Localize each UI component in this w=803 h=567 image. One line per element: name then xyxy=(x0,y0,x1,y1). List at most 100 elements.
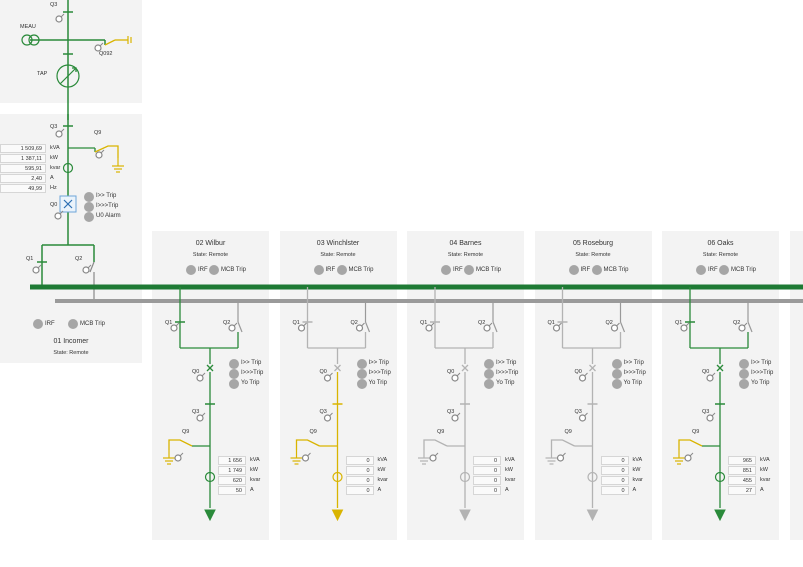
q1-selector-icon xyxy=(297,324,306,332)
alarm-indicator[interactable] xyxy=(84,192,94,202)
mcb-trip-indicator[interactable] xyxy=(464,265,474,275)
mcb-trip-indicator[interactable] xyxy=(719,265,729,275)
selector-handle xyxy=(584,412,588,417)
measurement-value: 455 xyxy=(728,476,756,485)
q3-label: Q3 xyxy=(702,409,710,415)
current-transformer-icon xyxy=(204,471,216,483)
selector-handle xyxy=(430,322,435,327)
q2-switch-icon xyxy=(364,321,371,333)
alarm-indicator[interactable] xyxy=(356,359,367,369)
q0-selector-icon xyxy=(451,374,459,382)
incomer-name[interactable]: 01 Incomer xyxy=(53,338,89,345)
measurement-value: 0 xyxy=(600,456,629,465)
q9-label: Q9 xyxy=(309,429,317,435)
irf-label: IRF xyxy=(580,267,591,273)
selector-handle xyxy=(361,322,365,327)
measurement-unit: kVA xyxy=(377,457,388,463)
alarm-label: I>>>Trip xyxy=(241,370,264,376)
irf-indicator[interactable] xyxy=(696,265,706,275)
q9-label: Q9 xyxy=(182,429,190,435)
mcb-trip-indicator[interactable] xyxy=(336,265,347,275)
alarm-indicator[interactable] xyxy=(84,202,94,212)
irf-indicator[interactable] xyxy=(33,319,43,329)
alarm-indicator[interactable] xyxy=(229,359,239,369)
alarm-indicator[interactable] xyxy=(229,369,239,379)
feeder-name[interactable]: 05 Roseburg xyxy=(572,240,614,247)
selector-handle xyxy=(307,452,311,457)
feeder-name[interactable]: 03 Winchlster xyxy=(316,240,360,247)
measurement-unit: kW xyxy=(760,467,768,473)
q092-selector-icon xyxy=(94,44,102,52)
q9-selector-icon xyxy=(301,454,310,462)
measurement-value: 1 656 xyxy=(218,456,246,465)
mcb-trip-indicator[interactable] xyxy=(209,265,219,275)
alarm-indicator[interactable] xyxy=(611,369,622,379)
measurement-value: 1 749 xyxy=(218,466,246,475)
q2-switch-icon xyxy=(619,321,626,333)
q3-label: Q3 xyxy=(574,409,582,415)
q9-selector-icon xyxy=(556,454,565,462)
mcb-trip-indicator[interactable] xyxy=(591,265,602,275)
measurement-value: 0 xyxy=(600,486,629,495)
q0-label: Q0 xyxy=(702,369,710,375)
alarm-indicator[interactable] xyxy=(611,359,622,369)
alarm-indicator[interactable] xyxy=(739,379,749,389)
feeder-name[interactable]: 06 Oaks xyxy=(707,240,734,247)
irf-indicator[interactable] xyxy=(186,265,196,275)
selector-handle xyxy=(685,322,690,327)
incomer-q9-switch-icon xyxy=(94,145,119,158)
q2-switch-icon xyxy=(492,321,498,333)
incomer-hz-value: 49,99 xyxy=(0,184,46,193)
measurement-value: 0 xyxy=(473,476,501,485)
feeder-name[interactable]: 04 Barnes xyxy=(449,240,482,247)
q3-top-selector-icon xyxy=(55,15,63,23)
alarm-indicator[interactable] xyxy=(356,369,367,379)
q1-label: Q1 xyxy=(675,320,683,326)
alarm-label: I>>>Trip xyxy=(623,370,646,376)
q1-label: Q1 xyxy=(165,320,173,326)
alarm-indicator[interactable] xyxy=(739,369,749,379)
irf-indicator[interactable] xyxy=(441,265,451,275)
q2-switch-icon xyxy=(237,321,243,333)
alarm-indicator[interactable] xyxy=(484,359,494,369)
incomer-q1-label: Q1 xyxy=(26,256,34,262)
feeder-name[interactable]: 02 Wilbur xyxy=(195,240,226,247)
incomer-kvar-unit: kvar xyxy=(50,165,61,171)
alarm-label: Yo Trip xyxy=(241,380,260,386)
q0-breaker-icon xyxy=(461,364,469,372)
alarm-indicator[interactable] xyxy=(484,369,494,379)
selector-handle xyxy=(562,452,566,457)
irf-indicator[interactable] xyxy=(568,265,579,275)
irf-indicator[interactable] xyxy=(313,265,324,275)
q1-label: Q1 xyxy=(547,320,555,326)
load-arrow-icon xyxy=(204,509,216,522)
measurement-value: 0 xyxy=(473,456,501,465)
alarm-indicator[interactable] xyxy=(739,359,749,369)
alarm-label: I>> Trip xyxy=(496,360,517,366)
q9-switch-icon xyxy=(678,439,703,450)
selector-handle xyxy=(616,322,620,327)
selector-handle xyxy=(179,452,184,457)
alarm-label: Yo Trip xyxy=(368,380,387,386)
measurement-value: 27 xyxy=(728,486,756,495)
alarm-indicator[interactable] xyxy=(84,212,94,222)
alarm-indicator[interactable] xyxy=(229,379,239,389)
incomer-state: State: Remote xyxy=(53,350,89,356)
selector-handle xyxy=(201,372,206,377)
mcb-trip-indicator[interactable] xyxy=(68,319,78,329)
alarm-indicator[interactable] xyxy=(484,379,494,389)
q2-selector-icon xyxy=(483,324,491,332)
q0-label: Q0 xyxy=(447,369,455,375)
q3-selector-icon xyxy=(706,414,714,422)
alarm-indicator[interactable] xyxy=(356,379,367,389)
measurement-value: 0 xyxy=(345,466,374,475)
measurement-value: 0 xyxy=(345,476,374,485)
irf-label: IRF xyxy=(325,267,336,273)
alarm-label: I>> Trip xyxy=(623,360,644,366)
selector-handle xyxy=(558,322,562,327)
tap-changer-arrow-head xyxy=(72,67,77,72)
alarm-indicator[interactable] xyxy=(611,379,622,389)
feeder-state: State: Remote xyxy=(575,252,611,258)
q1-selector-icon xyxy=(170,324,178,332)
